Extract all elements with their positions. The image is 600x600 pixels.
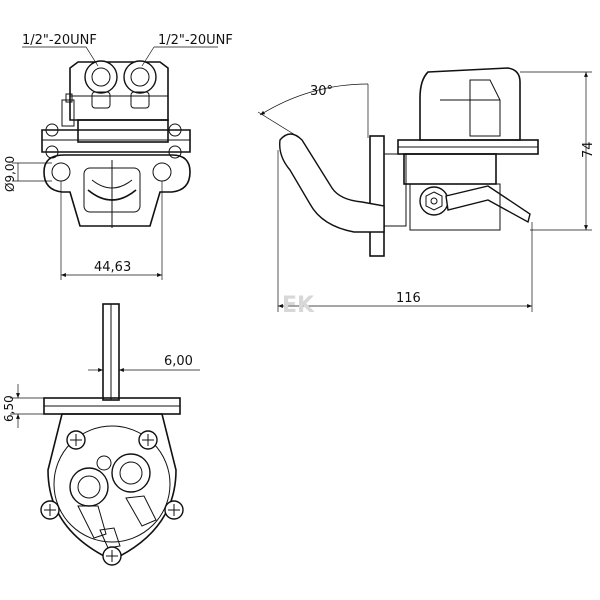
mounting-hole-right [152, 162, 172, 182]
side-view-dimensions: 30° 74 116 EK [257, 71, 596, 318]
flange-thickness-label: 6,50 [2, 395, 16, 422]
lever-thickness-label: 6,00 [164, 354, 193, 369]
height-label: 74 [581, 141, 596, 158]
length-label: 116 [396, 291, 421, 306]
angle-label: 30° [310, 84, 333, 99]
outlet-fitting-right [111, 453, 151, 493]
bottom-view [40, 303, 184, 566]
pivot-nut-icon [419, 186, 449, 216]
front-view [41, 60, 191, 228]
thread-label-right: 1/2"-20UNF [158, 33, 233, 48]
flange-screw-icon [45, 123, 182, 159]
outlet-fitting-left [69, 467, 109, 507]
cam-lever [279, 133, 385, 233]
bottom-view-dimensions: 6,00 6,50 [2, 354, 200, 428]
front-view-dimensions: 1/2"-20UNF 1/2"-20UNF Ø9,00 44,63 [3, 33, 233, 280]
side-view [279, 67, 539, 257]
mounting-hole-left [51, 162, 71, 182]
inlet-fitting-right [123, 60, 157, 94]
watermark-logo: EK [282, 293, 315, 318]
priming-lever [445, 185, 531, 224]
hole-diameter-label: Ø9,00 [3, 156, 17, 192]
thread-label-left: 1/2"-20UNF [22, 33, 97, 48]
hole-spacing-label: 44,63 [94, 260, 131, 275]
body-screw-icon [40, 430, 184, 566]
inlet-fitting-left [84, 60, 118, 94]
